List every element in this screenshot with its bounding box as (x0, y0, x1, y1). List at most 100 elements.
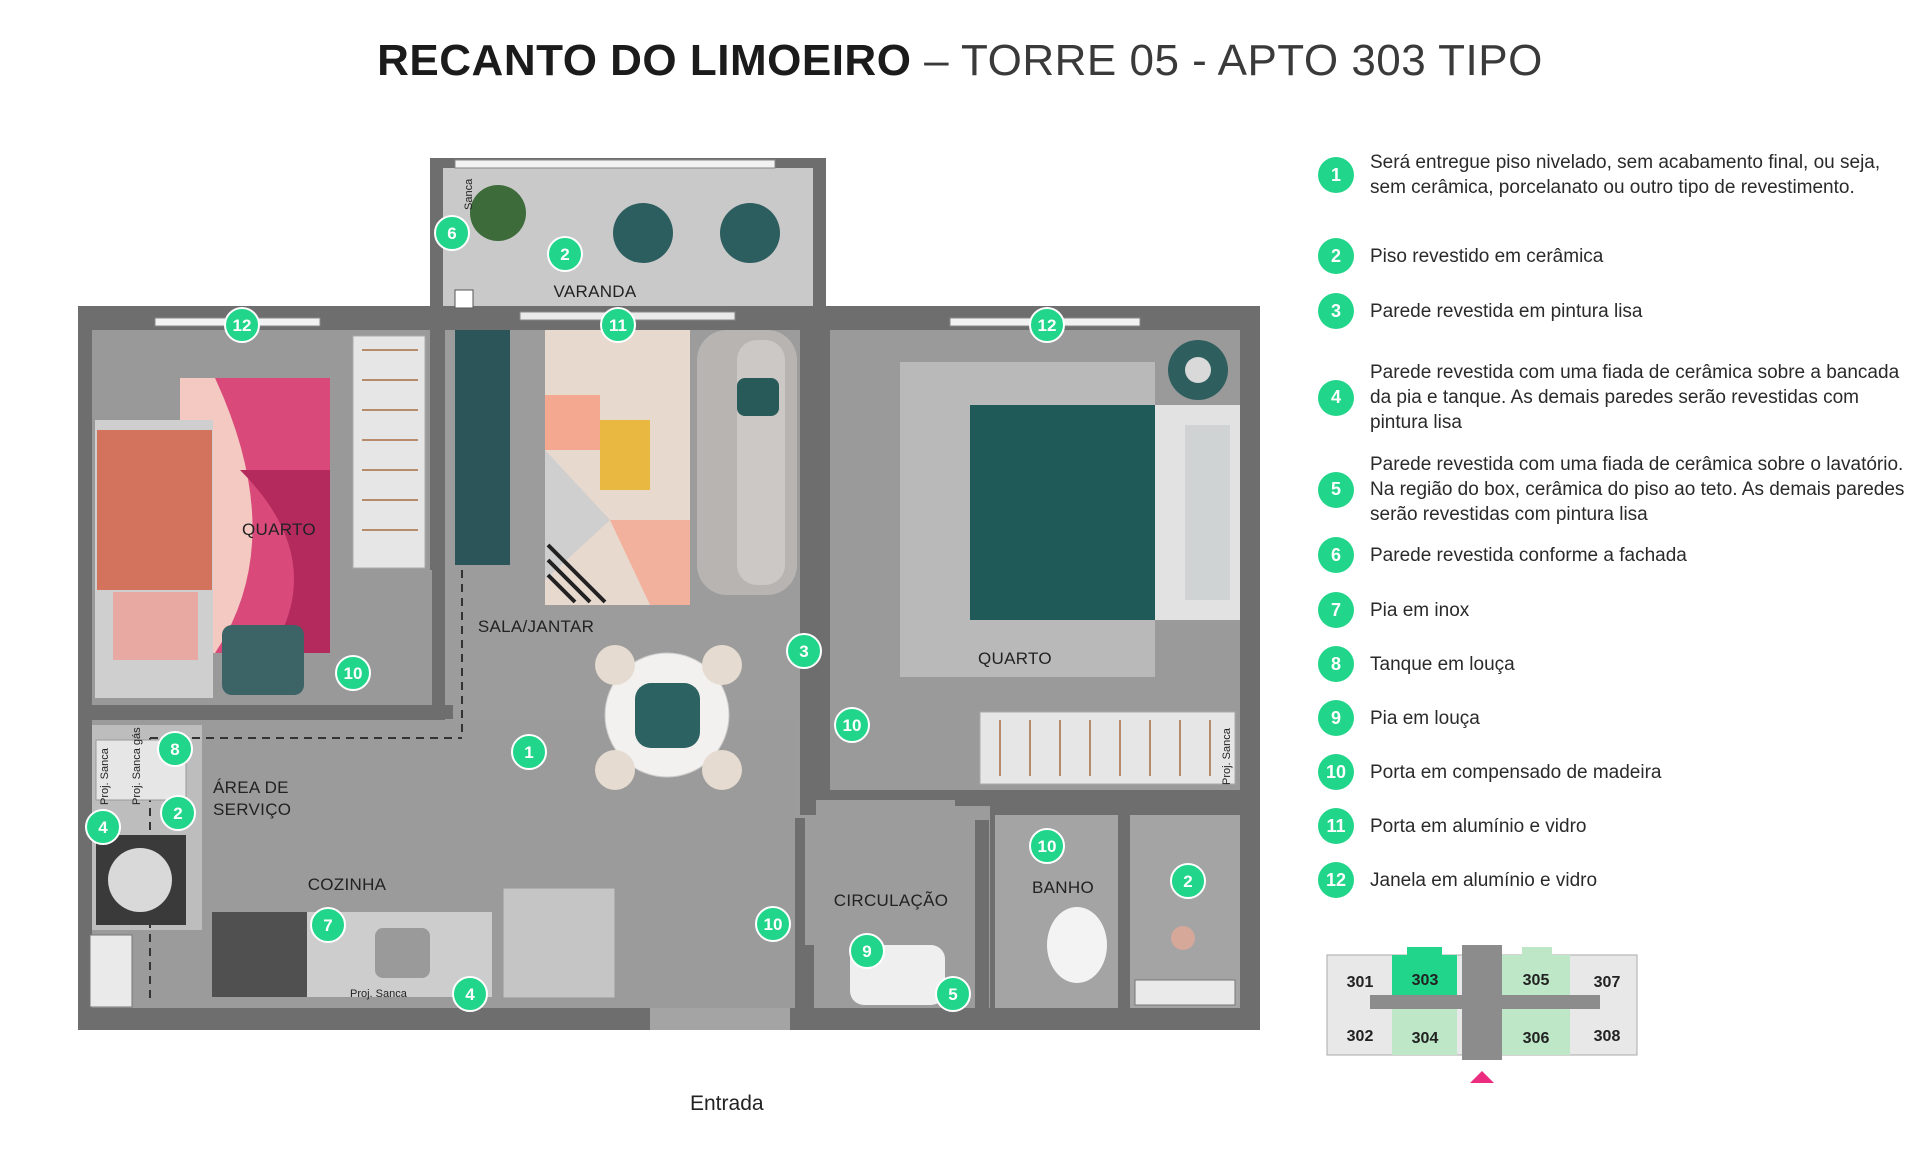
plan-badge-circle (755, 906, 791, 942)
plan-badge-circle (160, 795, 196, 831)
unit-label-306: 306 (1523, 1030, 1550, 1047)
room-label-banho: BANHO (1032, 878, 1094, 897)
sideboard-sala (455, 330, 510, 565)
plan-badge-circle (834, 707, 870, 743)
plan-badge-2: 2 (547, 236, 583, 272)
unit-label-305: 305 (1523, 972, 1550, 989)
plan-badge-number: 10 (344, 664, 363, 683)
plan-badge-10: 10 (834, 707, 870, 743)
rug-sala-stripes (546, 543, 607, 604)
legend-number: 11 (1318, 808, 1354, 844)
legend-text: Piso revestido em cerâmica (1370, 245, 1604, 267)
plan-badge-number: 10 (843, 716, 862, 735)
plan-badge-number: 11 (609, 316, 627, 335)
plan-badge-number: 4 (98, 818, 108, 837)
dining-chair (702, 750, 742, 790)
legend-number: 4 (1318, 379, 1354, 416)
unit-label-307: 307 (1594, 974, 1621, 991)
plan-badge-12: 12 (224, 307, 260, 343)
plan-badge-circle (335, 655, 371, 691)
dining-chair (595, 750, 635, 790)
room-label-cozinha: COZINHA (308, 875, 387, 894)
legend-number: 3 (1318, 293, 1354, 329)
plan-badge-7: 7 (310, 907, 346, 943)
sofa-cushion (737, 378, 779, 416)
plan-badge-number: 7 (323, 916, 332, 935)
nightstand-quarto-1 (222, 625, 304, 695)
plan-badge-2: 2 (160, 795, 196, 831)
plan-badge-circle (1170, 863, 1206, 899)
plan-badge-circle (511, 734, 547, 770)
wall-circ-banho (975, 820, 989, 1010)
legend-number: 6 (1318, 537, 1354, 573)
plan-badge-circle (157, 731, 193, 767)
varanda-chair (720, 203, 780, 263)
plan-badge-number: 4 (465, 985, 475, 1004)
plan-badge-3: 3 (786, 633, 822, 669)
fridge (502, 887, 616, 999)
note-sanca-varanda: Sanca (463, 178, 475, 210)
legend-text: Será entregue piso nivelado, sem acabame… (1370, 152, 1881, 198)
room-label-area-servico-1: ÁREA DE (213, 778, 289, 797)
unit-label-304: 304 (1412, 1030, 1439, 1047)
wardrobe-hangers-2 (999, 720, 1211, 776)
plan-badge-number: 1 (524, 743, 533, 762)
tanque (95, 739, 187, 801)
legend-text: Porta em compensado de madeira (1370, 761, 1662, 783)
shaft-box (454, 289, 474, 309)
plan-badge-number: 2 (173, 804, 182, 823)
room-label-quarto-1: QUARTO (242, 520, 316, 539)
room-label-quarto-2: QUARTO (978, 649, 1052, 668)
bed-quarto-1-blanket (97, 430, 212, 590)
legend-text: Parede revestida com uma fiada de cerâmi… (1370, 454, 1905, 525)
legend-number: 2 (1318, 238, 1354, 274)
plan-badge-number: 8 (170, 740, 179, 759)
wardrobe-hangers-1 (362, 349, 418, 531)
room-label-circulacao: CIRCULAÇÃO (834, 891, 948, 910)
legend-text: Parede revestida conforme a fachada (1370, 544, 1687, 566)
room-label-sala: SALA/JANTAR (478, 617, 594, 636)
plan-badge-11: 11 (600, 307, 636, 343)
legend-number: 8 (1318, 646, 1354, 682)
entrance-label: Entrada (690, 1092, 764, 1115)
legend-number: 1 (1318, 157, 1354, 193)
legend-item-6: 6 Parede revestida conforme a fachada (1318, 537, 1910, 573)
plan-badge-4: 4 (85, 809, 121, 845)
legend-text: Parede revestida em pintura lisa (1370, 300, 1643, 322)
plan-badge-circle (786, 633, 822, 669)
plan-badge-2: 2 (1170, 863, 1206, 899)
plan-badge-number: 2 (560, 245, 569, 264)
legend-text: Pia em louça (1370, 707, 1480, 729)
plan-badge-circle (452, 976, 488, 1012)
stove (212, 912, 307, 997)
unit-304 (1392, 1007, 1457, 1055)
dining-chair (595, 645, 635, 685)
unit-label-301: 301 (1347, 974, 1374, 991)
plan-badge-9: 9 (849, 933, 885, 969)
plan-badge-circle (1029, 307, 1065, 343)
shaft-kitchen (89, 934, 133, 1008)
entry-gap (650, 1008, 790, 1030)
varanda-chair (613, 203, 673, 263)
wall-quarto2-bottom (955, 792, 1240, 806)
unit-label-303: 303 (1412, 972, 1439, 989)
legend-item-2: 2 Piso revestido em cerâmica (1318, 238, 1910, 274)
plan-badge-circle (935, 976, 971, 1012)
legend-number: 7 (1318, 592, 1354, 628)
shaft-banho (1134, 979, 1236, 1006)
room-label-area-servico-2: SERVIÇO (213, 800, 291, 819)
plan-badge-10: 10 (335, 655, 371, 691)
unit-306 (1502, 1007, 1570, 1055)
plan-badge-12: 12 (1029, 307, 1065, 343)
wall-sala-quarto2 (800, 325, 816, 815)
plan-badge-circle (600, 307, 636, 343)
wall-quarto1-right (430, 320, 444, 570)
